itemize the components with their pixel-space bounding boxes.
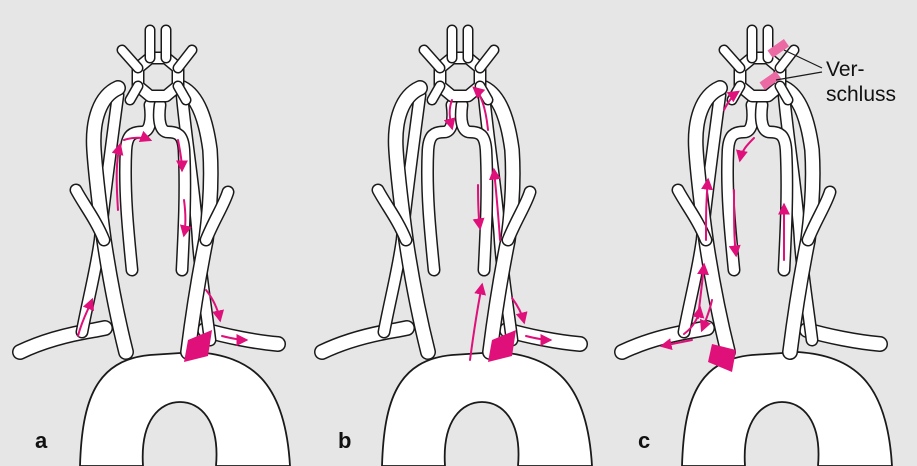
flow-b-1: [470, 285, 482, 360]
panel-label-c: c: [638, 428, 650, 454]
left-subclavian: [622, 328, 707, 352]
panel-label-a: a: [35, 428, 47, 454]
panel-label-b: b: [338, 428, 351, 454]
panel-a: [20, 30, 290, 466]
left-subclavian: [20, 328, 105, 352]
annotation-line-2: schluss: [826, 82, 896, 107]
panel-b: [322, 30, 592, 466]
left-subclavian: [322, 328, 407, 352]
flow-b-5: [478, 185, 480, 228]
flow-c-4: [740, 138, 754, 160]
annotation-line-1: Ver-: [826, 57, 865, 82]
